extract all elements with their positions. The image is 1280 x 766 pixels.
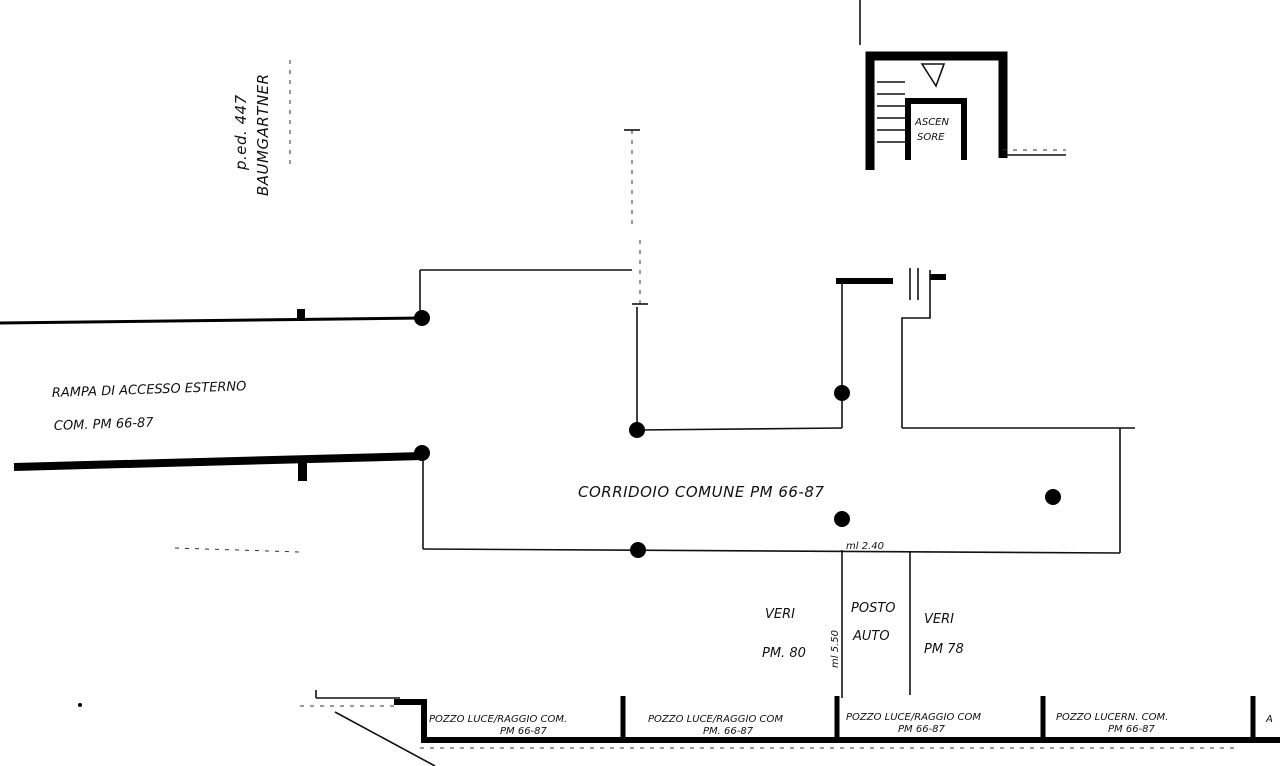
ramp-lower-wall — [13, 452, 424, 471]
parking-label-line1: POSTO — [851, 601, 896, 616]
parcel-number: p.ed. 447 — [232, 94, 250, 171]
light-well-3-line1: POZZO LUCE/RAGGIO COM — [846, 712, 981, 723]
common-corridor: CORRIDOIO COMUNE PM 66-87 — [422, 307, 1135, 554]
ramp-upper-wall — [0, 316, 424, 325]
pillar — [630, 542, 646, 558]
pillar — [834, 511, 850, 527]
stray-marks — [78, 547, 436, 766]
width-dimension: ml 2.40 — [846, 541, 884, 552]
stair-treads — [877, 81, 905, 143]
elevator-label-line1: ASCEN — [914, 117, 949, 128]
stair-arrow — [920, 63, 946, 88]
parking-label-line2: AUTO — [852, 629, 890, 644]
parking-space: ml 2.40 ml 5.50 POSTO AUTO VERI PM. 80 V… — [762, 541, 964, 698]
right-neighbor-line1: VERI — [924, 612, 954, 627]
light-well-4-line1: POZZO LUCERN. COM. — [1056, 712, 1168, 723]
pillar — [834, 385, 850, 401]
elevator-shaft-wall — [905, 98, 967, 160]
light-well-1-line2: PM 66-87 — [500, 726, 548, 737]
light-wells-band: POZZO LUCE/RAGGIO COM. PM 66-87 POZZO LU… — [394, 696, 1280, 749]
pillar — [1045, 489, 1061, 505]
depth-dimension: ml 5.50 — [830, 630, 841, 668]
corridor-label: CORRIDOIO COMUNE PM 66-87 — [578, 483, 824, 501]
stair-core: ASCEN SORE — [859, 0, 1066, 170]
light-well-3-line2: PM 66-87 — [898, 724, 946, 735]
parcel-label: p.ed. 447 BAUMGARTNER — [232, 73, 272, 196]
axis-marks — [624, 129, 648, 310]
pillar — [414, 445, 430, 461]
light-well-2-line2: PM. 66-87 — [703, 726, 754, 737]
light-well-1-line1: POZZO LUCE/RAGGIO COM. — [429, 714, 567, 725]
light-well-2-line1: POZZO LUCE/RAGGIO COM — [648, 714, 783, 725]
pillars — [414, 310, 1061, 558]
ramp-label-line2: COM. PM 66-87 — [54, 415, 155, 433]
parcel-name: BAUMGARTNER — [254, 73, 272, 196]
core-outer-wall — [865, 51, 1008, 170]
left-neighbor-line1: VERI — [765, 607, 795, 622]
left-neighbor-line2: PM. 80 — [762, 646, 806, 661]
ramp-label-line1: RAMPA DI ACCESSO ESTERNO — [52, 379, 247, 401]
light-well-edge-fragment: A — [1265, 714, 1273, 725]
light-well-4-line2: PM 66-87 — [1108, 724, 1156, 735]
shaft-return-wall — [901, 270, 931, 428]
pillar — [629, 422, 645, 438]
elevator-label-line2: SORE — [917, 132, 945, 143]
pillar — [414, 310, 430, 326]
external-ramp: RAMPA DI ACCESSO ESTERNO COM. PM 66-87 — [0, 309, 424, 481]
right-neighbor-line2: PM 78 — [924, 642, 964, 657]
